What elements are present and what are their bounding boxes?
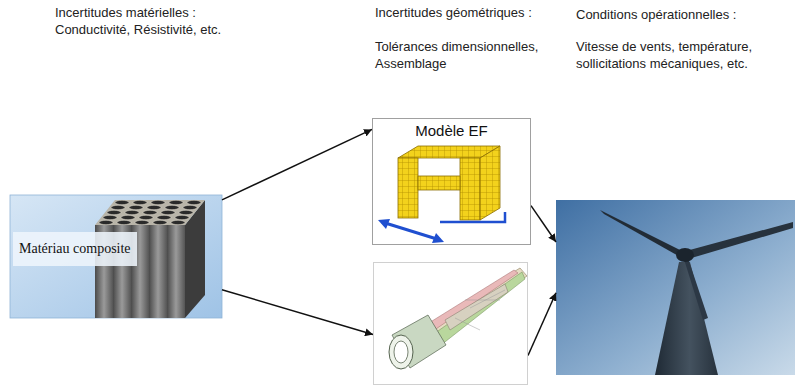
header-label: Incertitudes matérielles :: [55, 4, 255, 21]
arrow-connector: [531, 206, 556, 242]
fe-model-box: Modèle EF: [372, 118, 531, 245]
header-label: Vitesse de vents, température, sollicita…: [576, 38, 791, 72]
blade-section-box: [373, 262, 528, 385]
wind-turbine-photo: [556, 200, 795, 375]
node-text: Modèle EF: [373, 122, 530, 139]
node-text: Matériau composite: [13, 232, 137, 266]
header-label: Conductivité, Résistivité, etc.: [55, 21, 235, 38]
composite-material-box: Matériau composite: [10, 195, 222, 318]
arrow-connector: [528, 293, 556, 356]
arrow-connector: [222, 290, 373, 335]
header-label: Tolérances dimensionnelles, Assemblage: [375, 38, 565, 72]
arrow-connector: [222, 129, 372, 199]
header-label: Incertitudes géométriques :: [375, 4, 595, 21]
header-label: Conditions opérationnelles :: [576, 6, 796, 23]
